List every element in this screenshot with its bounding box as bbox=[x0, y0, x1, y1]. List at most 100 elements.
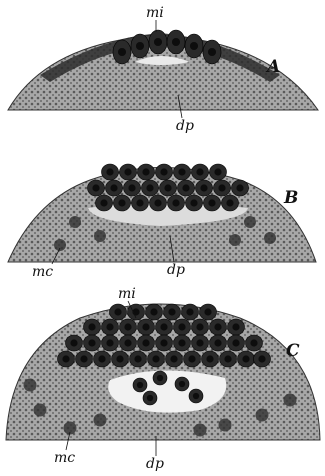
micromere-nucleus bbox=[224, 355, 231, 362]
micromere-nucleus bbox=[214, 323, 221, 330]
micromere-nucleus bbox=[182, 184, 189, 191]
micromere-nucleus bbox=[232, 323, 239, 330]
macromere bbox=[244, 216, 256, 228]
micromere-nucleus bbox=[172, 199, 179, 206]
label-mc-c: mc bbox=[54, 450, 75, 466]
micromere-nucleus bbox=[88, 339, 95, 346]
micromere-nucleus bbox=[236, 184, 243, 191]
micromere-nucleus bbox=[146, 184, 153, 191]
macromere bbox=[264, 232, 276, 244]
macromere bbox=[94, 230, 106, 242]
panel-letter-a: A bbox=[265, 57, 280, 77]
micromere-nucleus bbox=[136, 199, 143, 206]
micromere-nucleus bbox=[92, 184, 99, 191]
micromere-nucleus bbox=[218, 184, 225, 191]
micromere-nucleus bbox=[190, 42, 198, 50]
micromeres-b bbox=[88, 164, 249, 211]
macromere bbox=[24, 379, 37, 392]
micromere-nucleus bbox=[206, 355, 213, 362]
micromere-nucleus bbox=[160, 168, 167, 175]
micromere-nucleus bbox=[70, 339, 77, 346]
micromere-nucleus bbox=[152, 355, 159, 362]
label-dp-b: dp bbox=[167, 262, 185, 278]
micromere-nucleus bbox=[164, 184, 171, 191]
micromere-nucleus bbox=[142, 323, 149, 330]
micromere-nucleus bbox=[124, 323, 131, 330]
micromere-nucleus bbox=[178, 323, 185, 330]
micromere-nucleus bbox=[178, 339, 185, 346]
micromere-nucleus bbox=[106, 168, 113, 175]
micromere-nucleus bbox=[232, 339, 239, 346]
label-dp-a: dp bbox=[176, 118, 194, 134]
micromere-nucleus bbox=[106, 339, 113, 346]
micromere-nucleus bbox=[186, 308, 193, 315]
macromere bbox=[284, 394, 297, 407]
micromere-nucleus bbox=[88, 323, 95, 330]
micromere-nucleus bbox=[118, 199, 125, 206]
label-mi-c: mi bbox=[118, 286, 136, 302]
micromere-nucleus bbox=[160, 339, 167, 346]
micromere-nucleus bbox=[204, 308, 211, 315]
micromere-nucleus bbox=[142, 339, 149, 346]
macromere bbox=[54, 239, 66, 251]
micromere-nucleus bbox=[208, 48, 216, 56]
micromere-nucleus bbox=[196, 339, 203, 346]
micromere-nucleus bbox=[116, 355, 123, 362]
micromere-nucleus bbox=[214, 339, 221, 346]
panel-c: mi C mc dp bbox=[6, 286, 320, 472]
micromere-nucleus bbox=[188, 355, 195, 362]
micromere-nucleus bbox=[208, 199, 215, 206]
micromere-nucleus bbox=[118, 48, 126, 56]
micromere-nucleus bbox=[150, 308, 157, 315]
macromere bbox=[94, 414, 107, 427]
micromere-loose-nucleus bbox=[157, 375, 163, 381]
micromere-nucleus bbox=[168, 308, 175, 315]
micromere-nucleus bbox=[142, 168, 149, 175]
micromere-nucleus bbox=[136, 42, 144, 50]
micromere-nucleus bbox=[170, 355, 177, 362]
micromere-nucleus bbox=[100, 199, 107, 206]
micromere-loose-nucleus bbox=[193, 393, 199, 399]
micromere-nucleus bbox=[190, 199, 197, 206]
micromere-nucleus bbox=[106, 323, 113, 330]
panel-b: B mc dp bbox=[8, 164, 316, 280]
micromere-nucleus bbox=[214, 168, 221, 175]
micromere-loose-nucleus bbox=[179, 381, 185, 387]
panel-a: mi A dp bbox=[8, 5, 318, 134]
micromere-nucleus bbox=[258, 355, 265, 362]
macromere bbox=[229, 234, 241, 246]
micromere-nucleus bbox=[124, 339, 131, 346]
panel-letter-c: C bbox=[286, 341, 300, 361]
micromere-nucleus bbox=[226, 199, 233, 206]
micromere-nucleus bbox=[178, 168, 185, 175]
micromere-nucleus bbox=[172, 38, 180, 46]
macromere bbox=[34, 404, 47, 417]
micromere-loose-nucleus bbox=[147, 395, 153, 401]
macromere bbox=[194, 424, 207, 437]
micromere-nucleus bbox=[250, 339, 257, 346]
micromere-nucleus bbox=[98, 355, 105, 362]
macromere bbox=[219, 419, 232, 432]
micromere-nucleus bbox=[196, 323, 203, 330]
macromere bbox=[256, 409, 269, 422]
label-mi-a: mi bbox=[146, 5, 164, 21]
micromere-nucleus bbox=[154, 199, 161, 206]
panel-letter-b: B bbox=[283, 188, 298, 208]
micromere-nucleus bbox=[62, 355, 69, 362]
micromere-nucleus bbox=[200, 184, 207, 191]
micromere-nucleus bbox=[154, 38, 162, 46]
micromere-nucleus bbox=[110, 184, 117, 191]
micromere-nucleus bbox=[80, 355, 87, 362]
micromere-nucleus bbox=[114, 308, 121, 315]
micromere-nucleus bbox=[124, 168, 131, 175]
micromere-nucleus bbox=[134, 355, 141, 362]
micromere-nucleus bbox=[242, 355, 249, 362]
label-dp-c: dp bbox=[146, 456, 164, 472]
micromere-nucleus bbox=[160, 323, 167, 330]
label-mc-b: mc bbox=[32, 264, 53, 280]
micromere-nucleus bbox=[196, 168, 203, 175]
macromere bbox=[69, 216, 81, 228]
micromere-nucleus bbox=[128, 184, 135, 191]
micromere-loose-nucleus bbox=[137, 382, 143, 388]
